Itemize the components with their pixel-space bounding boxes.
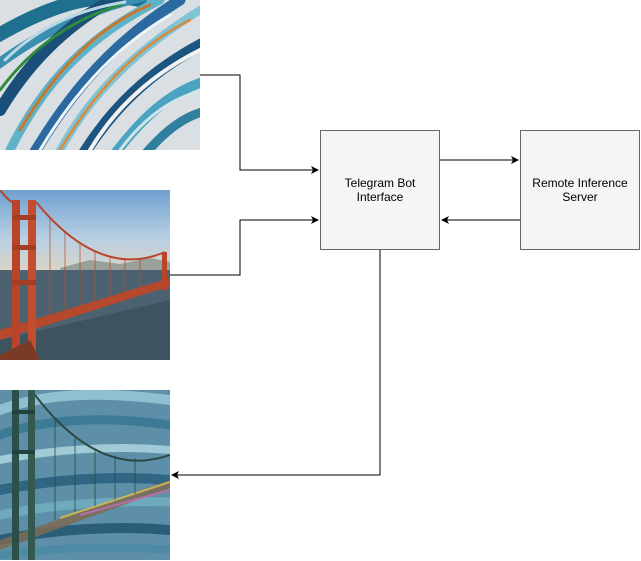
- output-image: [0, 390, 170, 560]
- edge-content-image-to-bot: [170, 216, 319, 276]
- edge-style-image-to-bot: [200, 74, 319, 174]
- style-image: [0, 0, 200, 150]
- abstract-brushstroke-painting-icon: [0, 0, 200, 150]
- telegram-bot-node: Telegram Bot Interface: [320, 130, 440, 250]
- telegram-bot-label: Telegram Bot Interface: [344, 176, 416, 204]
- content-image: [0, 190, 170, 360]
- edge-bot-to-output-image: [171, 250, 381, 479]
- stylized-golden-gate-bridge-icon: [0, 390, 170, 560]
- inference-server-label: Remote Inference Server: [532, 176, 628, 204]
- golden-gate-bridge-photo-icon: [0, 190, 170, 360]
- inference-server-node: Remote Inference Server: [520, 130, 640, 250]
